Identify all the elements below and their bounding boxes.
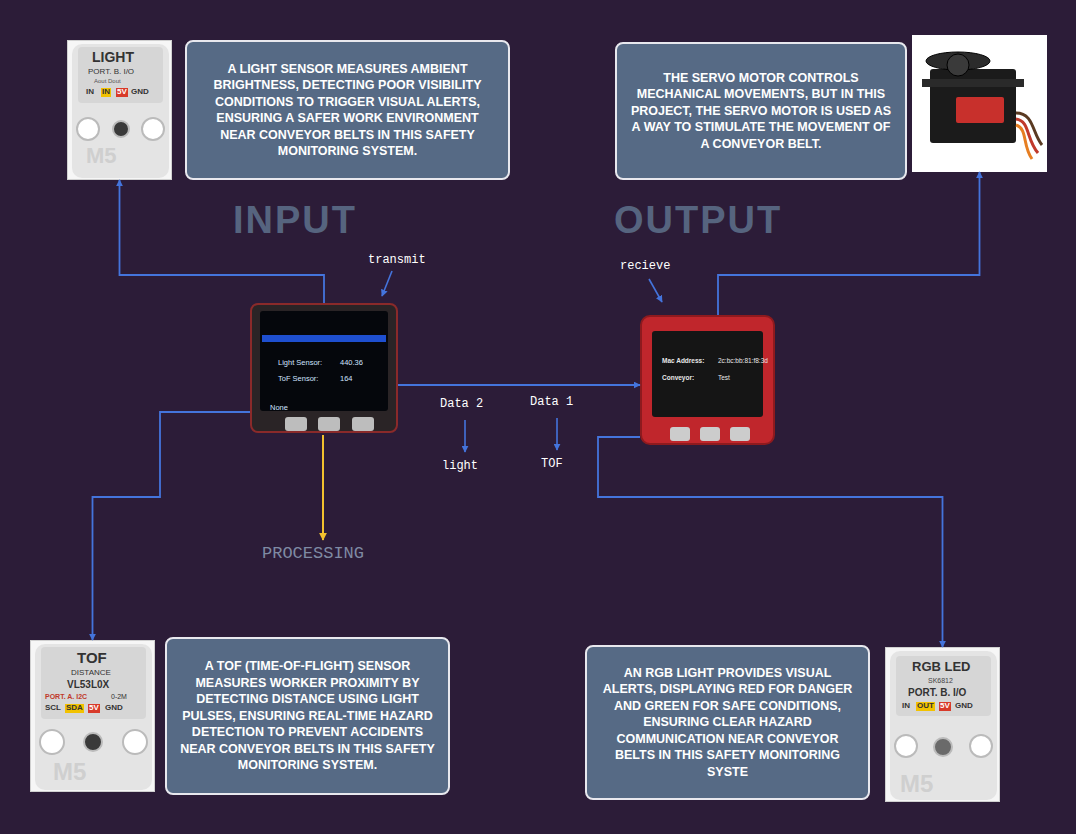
connector-arrow <box>93 412 251 640</box>
device-text: GND <box>131 88 149 97</box>
device-text: Light Sensor: <box>278 359 322 367</box>
connector-arrow <box>718 172 980 315</box>
device-text: M5 <box>900 771 933 797</box>
mount-hole <box>894 734 918 758</box>
controller-device: Light Sensor: 440.36ToF Sensor: 164None <box>250 303 398 433</box>
device-text: RGB LED <box>912 660 971 674</box>
device-text: PORT. A. I2C <box>45 693 87 701</box>
device-text: None <box>270 404 288 412</box>
device-text: 5V <box>88 704 100 713</box>
connector-arrow <box>598 437 943 647</box>
sensor-module: RGB LED SK6812PORT. B. I/O IN OUT 5V GND M5 <box>885 647 1000 802</box>
device-text: 2c:bc:bb:81:f8:3d <box>718 357 768 364</box>
description-box: A TOF (TIME-OF-FLIGHT) SENSOR MEASURES W… <box>165 637 450 795</box>
servo-sticker <box>956 97 1004 123</box>
connector-arrow <box>120 180 325 303</box>
mount-hole <box>141 117 165 141</box>
annotation-label: PROCESSING <box>262 545 364 564</box>
mount-hole <box>122 729 148 755</box>
servo-hub <box>947 54 969 76</box>
annotation-label: Data 1 <box>530 396 573 409</box>
device-text: Conveyor: <box>662 374 694 381</box>
servo-wire <box>1016 113 1042 145</box>
mount-hole <box>933 737 953 757</box>
annotation-label: light <box>442 460 478 473</box>
connector-arrow <box>398 384 640 386</box>
processing-arrow <box>322 435 324 540</box>
device-text: 5V <box>939 702 951 711</box>
servo-illustration <box>912 35 1047 172</box>
sensor-module: LIGHTPORT. B. I/OAout DoutININ5VGNDM5 <box>67 40 172 180</box>
device-text: SCL <box>45 704 61 713</box>
device-text: IN <box>86 88 94 97</box>
sensor-module: TOF DISTANCEVL53L0X PORT. A. I2C 0-2M SCL SDA… <box>30 640 155 792</box>
device-text: 0-2M <box>111 693 127 701</box>
device-text: SDA <box>65 704 84 713</box>
controller-device: Mac Address: 2c:bc:bb:81:f8:3dConveyor: Te… <box>640 315 775 445</box>
mount-hole <box>83 732 103 752</box>
device-button <box>700 427 720 441</box>
leader-arrow <box>464 420 466 452</box>
mount-hole <box>969 734 993 758</box>
device-text: TOF <box>77 650 107 667</box>
description-text: THE SERVO MOTOR CONTROLS MECHANICAL MOVE… <box>627 70 895 153</box>
mount-hole <box>76 117 100 141</box>
annotation-label: Data 2 <box>440 398 483 411</box>
device-text: M5 <box>53 759 86 785</box>
servo-wire <box>1016 125 1032 159</box>
annotation-label: recieve <box>620 260 670 273</box>
device-text: GND <box>955 702 973 711</box>
device-text: PORT. B. I/O <box>88 68 134 77</box>
device-text: Mac Address: <box>662 357 704 364</box>
description-box: AN RGB LIGHT PROVIDES VISUAL ALERTS, DIS… <box>585 645 870 800</box>
device-text: ToF Sensor: <box>278 375 318 383</box>
device-text: LIGHT <box>92 50 134 65</box>
section-heading: INPUT <box>233 200 357 242</box>
device-button <box>670 427 690 441</box>
leader-arrow <box>649 279 662 302</box>
leader-arrow <box>382 271 392 296</box>
device-text: 164 <box>340 375 353 383</box>
section-heading: OUTPUT <box>614 200 782 242</box>
servo-flange <box>922 79 1024 87</box>
description-text: A LIGHT SENSOR MEASURES AMBIENT BRIGHTNE… <box>197 61 498 160</box>
device-text: 5V <box>116 88 128 97</box>
mount-hole <box>112 120 130 138</box>
device-text: GND <box>105 704 123 713</box>
device-text: VL53L0X <box>67 679 109 690</box>
annotation-label: transmit <box>368 254 426 267</box>
device-text: IN <box>101 88 111 97</box>
description-text: A TOF (TIME-OF-FLIGHT) SENSOR MEASURES W… <box>177 658 438 774</box>
device-text: M5 <box>86 144 117 168</box>
screen-header <box>262 335 386 342</box>
servo-motor <box>912 35 1047 172</box>
device-text: IN <box>902 702 910 711</box>
device-text: Aout Dout <box>94 78 121 85</box>
description-box: THE SERVO MOTOR CONTROLS MECHANICAL MOVE… <box>615 42 907 180</box>
leader-arrow <box>556 418 558 450</box>
device-text: SK6812 <box>928 677 953 685</box>
annotation-label: TOF <box>541 458 563 471</box>
description-text: AN RGB LIGHT PROVIDES VISUAL ALERTS, DIS… <box>597 665 858 781</box>
description-box: A LIGHT SENSOR MEASURES AMBIENT BRIGHTNE… <box>185 40 510 180</box>
device-text: PORT. B. I/O <box>908 687 966 698</box>
device-button <box>285 417 307 431</box>
device-button <box>730 427 750 441</box>
mount-hole <box>39 729 65 755</box>
device-text: Test <box>718 374 730 381</box>
device-button <box>318 417 340 431</box>
device-text: 440.36 <box>340 359 363 367</box>
device-button <box>352 417 374 431</box>
device-text: DISTANCE <box>71 669 111 678</box>
device-text: OUT <box>916 702 935 711</box>
